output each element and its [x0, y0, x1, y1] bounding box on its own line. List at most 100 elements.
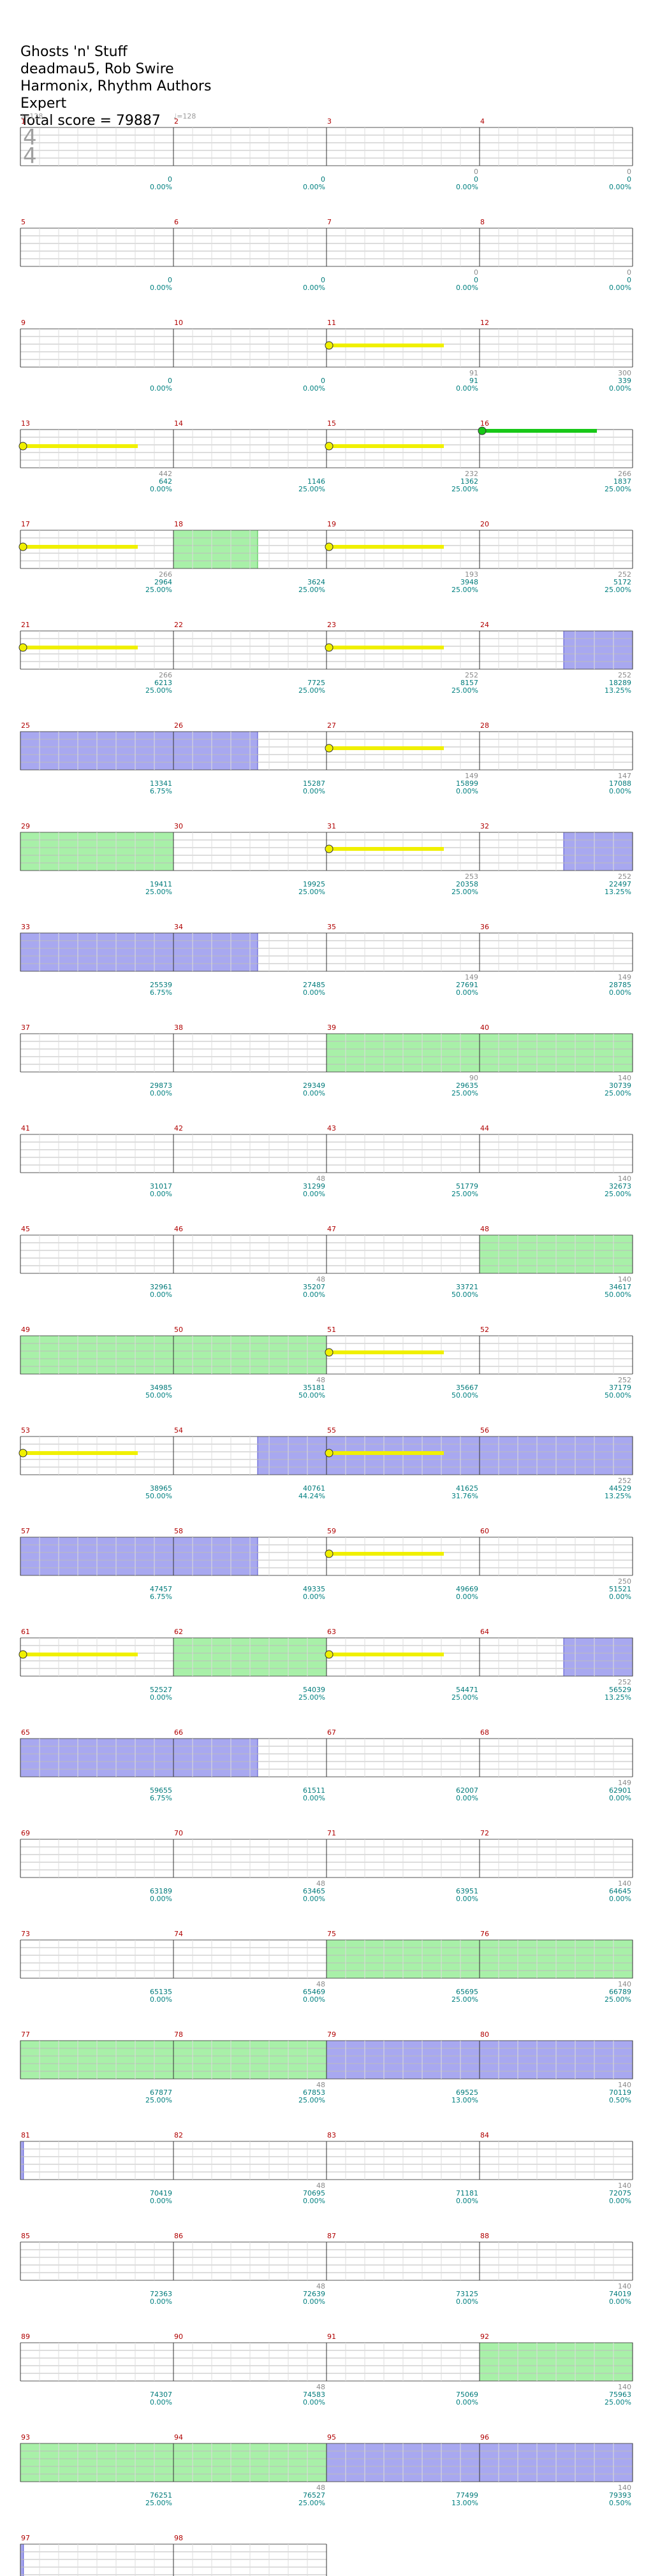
measure-base-score: 91: [469, 369, 478, 377]
measure-sp-percent: 25.00%: [451, 485, 478, 493]
measure-sp-percent: 0.00%: [456, 988, 478, 997]
measure-cumulative-score: 8157: [460, 679, 478, 687]
measure-cumulative-score: 52527: [150, 1686, 172, 1694]
measure-cumulative-score: 0: [321, 276, 325, 284]
measure-sp-percent: 50.00%: [145, 1492, 172, 1500]
measure-number: 41: [21, 1124, 30, 1132]
measure-number: 83: [327, 2131, 336, 2139]
measure-sp-percent: 0.00%: [456, 284, 478, 292]
measure-cumulative-score: 13341: [150, 779, 172, 788]
measure-cumulative-score: 63951: [456, 1887, 478, 1895]
measure-sp-percent: 13.25%: [605, 1492, 631, 1500]
measure-cumulative-score: 18289: [609, 679, 631, 687]
measure-sp-percent: 0.00%: [456, 1794, 478, 1802]
measure-base-score: 442: [159, 470, 172, 478]
measure-number: 96: [480, 2433, 489, 2442]
measure-sp-percent: 0.00%: [150, 183, 172, 191]
measure-cumulative-score: 35181: [303, 1384, 325, 1392]
measure-cumulative-score: 49669: [456, 1585, 478, 1593]
measure-sp-percent: 25.00%: [145, 2096, 172, 2104]
measure-sp-percent: 0.00%: [150, 2197, 172, 2205]
measure-number: 76: [480, 1930, 489, 1938]
measure-sp-percent: 0.00%: [456, 787, 478, 795]
measure-number: 46: [174, 1225, 183, 1233]
measure-number: 85: [21, 2232, 30, 2240]
time-signature-bottom: 4: [23, 143, 37, 169]
measure-number: 26: [174, 721, 183, 730]
note-gem: [18, 643, 27, 652]
measure-number: 54: [174, 1426, 183, 1435]
measure-cumulative-score: 74019: [609, 2290, 631, 2298]
measure-number: 75: [327, 1930, 336, 1938]
measure-cumulative-score: 69525: [456, 2088, 478, 2097]
difficulty-label: Expert: [20, 96, 67, 112]
measure-sp-percent: 0.00%: [150, 2297, 172, 2306]
measure-number: 14: [174, 419, 183, 428]
measure-number: 52: [480, 1326, 489, 1334]
measure-sp-percent: 0.00%: [609, 2197, 631, 2205]
note-gem: [18, 1650, 27, 1659]
measure-number: 44: [480, 1124, 489, 1132]
note-gem: [18, 542, 27, 551]
measure-number: 67: [327, 1728, 336, 1737]
measure-sp-percent: 25.00%: [451, 888, 478, 896]
measure-number: 55: [327, 1426, 336, 1435]
measure-number: 47: [327, 1225, 336, 1233]
measure-cumulative-score: 76251: [150, 2491, 172, 2500]
measure-number: 24: [480, 621, 489, 629]
measure-base-score: 48: [316, 1275, 325, 1284]
note-gem: [325, 844, 334, 853]
measure-number: 6: [174, 218, 179, 226]
measure-sp-percent: 25.00%: [298, 586, 325, 594]
measure-base-score: 48: [316, 1980, 325, 1988]
measure-number: 29: [21, 822, 30, 830]
note-gem: [18, 1449, 27, 1458]
measure-sp-percent: 0.00%: [150, 384, 172, 393]
measure-number: 35: [327, 923, 336, 931]
note-gem: [325, 1348, 334, 1357]
measure-number: 33: [21, 923, 30, 931]
measure-cumulative-score: 15287: [303, 779, 325, 788]
measure-number: 43: [327, 1124, 336, 1132]
measure-number: 21: [21, 621, 30, 629]
measure-number: 19: [327, 520, 336, 528]
measure-base-score: 48: [316, 1376, 325, 1384]
measure-base-score: 252: [618, 671, 631, 679]
measure-base-score: 252: [618, 1678, 631, 1686]
measure-cumulative-score: 37179: [609, 1384, 631, 1392]
measure-number: 64: [480, 1628, 489, 1636]
measure-cumulative-score: 76527: [303, 2491, 325, 2500]
measure-sp-percent: 25.00%: [451, 586, 478, 594]
note-gem: [478, 426, 487, 435]
measure-sp-percent: 25.00%: [451, 1693, 478, 1702]
measure-sp-percent: 6.75%: [150, 1794, 172, 1802]
measure-base-score: 266: [618, 470, 631, 478]
measure-number: 81: [21, 2131, 30, 2139]
measure-sp-percent: 50.00%: [605, 1391, 631, 1400]
measure-number: 16: [480, 419, 489, 428]
measure-cumulative-score: 72639: [303, 2290, 325, 2298]
measure-base-score: 90: [469, 1074, 478, 1082]
note-gem: [325, 643, 334, 652]
measure-base-score: 0: [474, 168, 478, 176]
star-power-region: [20, 2543, 24, 2576]
star-power-region: [563, 832, 633, 871]
measure-cumulative-score: 63465: [303, 1887, 325, 1895]
measure-base-score: 252: [618, 1376, 631, 1384]
measure-number: 22: [174, 621, 183, 629]
measure-cumulative-score: 1837: [613, 477, 631, 486]
measure-number: 15: [327, 419, 336, 428]
measure-number: 86: [174, 2232, 183, 2240]
measure-base-score: 149: [618, 1779, 631, 1787]
note-gem: [325, 1650, 334, 1659]
measure-base-score: 193: [465, 570, 478, 579]
measure-sp-percent: 0.00%: [303, 2297, 325, 2306]
measure-base-score: 149: [618, 973, 631, 981]
measure-sp-percent: 6.75%: [150, 787, 172, 795]
star-power-region: [173, 530, 258, 569]
measure-cumulative-score: 35207: [303, 1283, 325, 1291]
measure-base-score: 0: [474, 268, 478, 277]
measure-number: 74: [174, 1930, 183, 1938]
measure-base-score: 253: [465, 872, 478, 881]
measure-sp-percent: 0.00%: [303, 1089, 325, 1097]
